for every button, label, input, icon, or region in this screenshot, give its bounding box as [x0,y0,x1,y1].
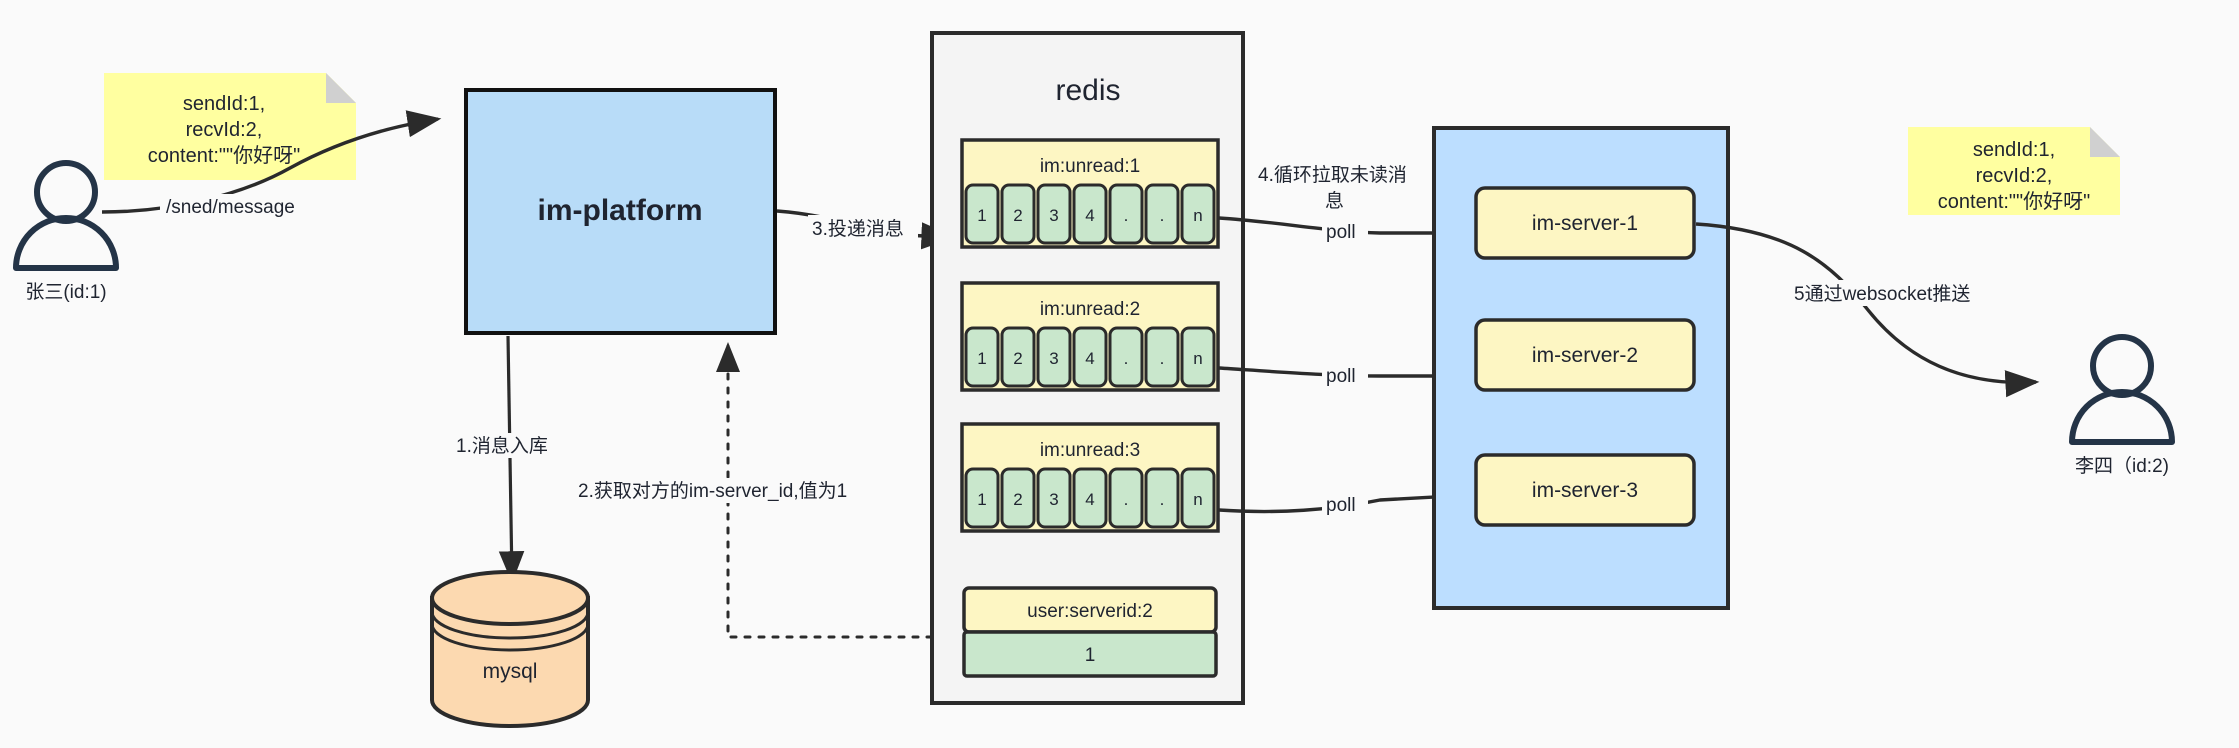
note-right: sendId:1, recvId:2, content:""你好呀" [1908,127,2120,215]
edge-step2-label: 2.获取对方的im-server_id,值为1 [578,480,847,502]
redis-queue-2-key: im:unread:2 [1040,299,1140,320]
redis-kv-key: user:serverid:2 [1027,601,1153,622]
edge-poll-1-label-bg [1322,219,1368,243]
mysql-label: mysql [483,660,538,683]
queue-cell: 4 [1085,490,1094,509]
edge-step1-label: 1.消息入库 [456,435,548,457]
redis-queue-1-key: im:unread:1 [1040,156,1140,177]
redis-queue-2-cells: 1 2 3 4 . . n [964,326,1216,388]
redis-kv-entry[interactable]: user:serverid:2 1 [962,586,1218,678]
note-right-line-2: recvId:2, [1976,165,2053,187]
edge-step4-label-line2: 息 [1325,190,1344,212]
edge-send-message-label: /sned/message [166,197,295,218]
redis-queue-1-cells: 1 2 3 4 . . n [964,183,1216,245]
im-server-3-node[interactable]: im-server-3 [1474,453,1696,527]
edge-step3: 3.投递消息 [776,209,956,250]
edge-step4: 4.循环拉取未读消 息 [1253,162,1418,214]
edge-step5-label-bg [1790,280,2000,306]
im-platform-node[interactable]: im-platform [464,88,777,335]
redis-kv-value: 1 [1085,645,1096,666]
queue-cell: . [1124,490,1129,509]
queue-cell: . [1124,349,1129,368]
edge-poll-2-label: poll [1326,366,1356,387]
queue-cell: n [1193,349,1202,368]
queue-cell: 3 [1049,206,1058,225]
edge-step4-label-bg [1253,162,1418,214]
actor-receiver: 李四（id:2) [2069,334,2175,477]
edge-poll-3-label: poll [1326,495,1356,516]
actor-sender-label: 张三(id:1) [25,281,106,303]
redis-label: redis [1055,74,1120,107]
actor-receiver-label: 李四（id:2) [2075,455,2169,477]
note-left: sendId:1, recvId:2, content:""你好呀" [104,73,356,180]
edge-send-message: /sned/message [101,110,442,219]
edge-step5: 5通过websocket推送 [1695,222,2040,398]
edge-step2-label-bg [574,478,879,503]
note-right-line-1: sendId:1, [1973,139,2055,161]
queue-cell: . [1160,490,1165,509]
queue-cell: 3 [1049,490,1058,509]
edge-step1: 1.消息入库 [452,335,575,584]
edge-step1-label-bg [452,433,575,458]
note-right-line-3: content:""你好呀" [1938,190,2090,213]
mysql-node[interactable]: mysql [430,570,590,728]
edge-poll-1: poll [1218,216,1530,247]
im-server-1-label: im-server-1 [1532,212,1638,235]
note-left-line-1: sendId:1, [183,93,265,115]
redis-queue-1[interactable]: im:unread:1 1 2 3 4 . . n [960,138,1220,249]
edge-poll-3: poll [1218,480,1530,516]
redis-queue-3-key: im:unread:3 [1040,440,1140,461]
queue-cell: n [1193,206,1202,225]
edge-poll-2: poll [1218,362,1530,390]
im-server-3-label: im-server-3 [1532,479,1638,502]
note-left-line-2: recvId:2, [186,119,263,141]
redis-queue-3[interactable]: im:unread:3 1 2 3 4 . . n [960,422,1220,533]
queue-cell: 2 [1013,206,1022,225]
queue-cell: 1 [977,349,986,368]
redis-queue-3-cells: 1 2 3 4 . . n [964,467,1216,529]
im-platform-label: im-platform [538,194,703,227]
edge-poll-3-label-bg [1322,492,1368,516]
note-left-line-3: content:""你好呀" [148,144,300,167]
queue-cell: 2 [1013,490,1022,509]
edge-step5-label: 5通过websocket推送 [1794,283,1970,305]
im-server-2-node[interactable]: im-server-2 [1474,318,1696,392]
edge-step4-label-line1: 4.循环拉取未读消 [1258,164,1407,186]
redis-queue-2[interactable]: im:unread:2 1 2 3 4 . . n [960,281,1220,392]
edge-step2: 2.获取对方的im-server_id,值为1 [574,342,934,639]
edge-step3-label: 3.投递消息 [812,218,904,240]
queue-cell: . [1160,349,1165,368]
edge-poll-1-label: poll [1326,222,1356,243]
im-server-2-label: im-server-2 [1532,344,1638,367]
queue-cell: 4 [1085,206,1094,225]
im-server-1-node[interactable]: im-server-1 [1474,186,1696,260]
actor-sender: 张三(id:1) [13,160,119,303]
edge-step3-label-bg [808,215,918,241]
queue-cell: 1 [977,490,986,509]
queue-cell: . [1160,206,1165,225]
edge-poll-2-label-bg [1322,363,1368,387]
redis-container: redis im:unread:1 1 2 3 4 . . n [930,31,1245,705]
queue-cell: n [1193,490,1202,509]
im-server-group: im-server-1 im-server-2 im-server-3 [1432,126,1730,610]
queue-cell: . [1124,206,1129,225]
edge-send-message-label-bg [160,194,308,219]
queue-cell: 1 [977,206,986,225]
queue-cell: 2 [1013,349,1022,368]
queue-cell: 4 [1085,349,1094,368]
queue-cell: 3 [1049,349,1058,368]
